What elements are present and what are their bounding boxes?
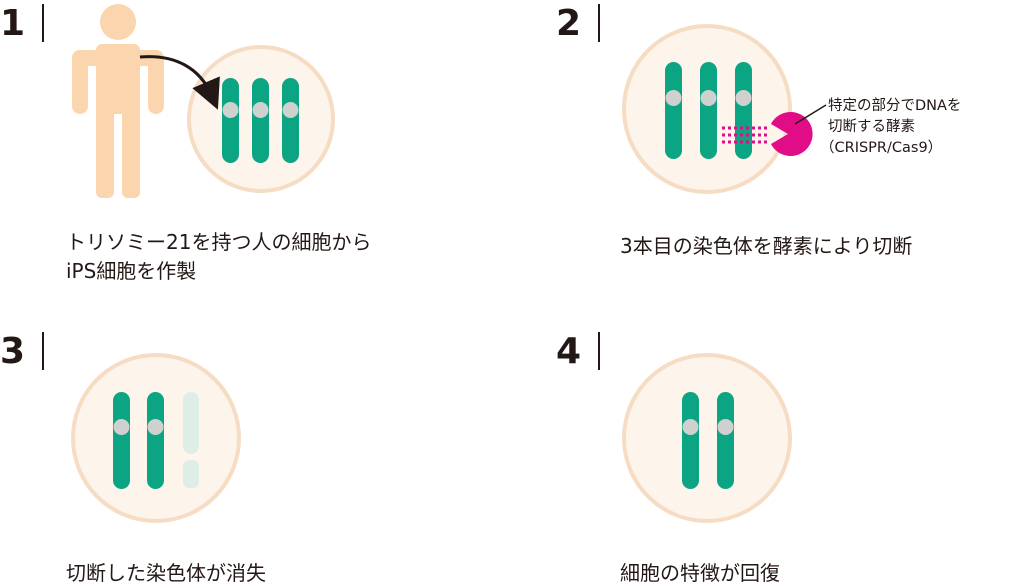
step-4-caption-line-1: 細胞の特徴が回復: [620, 561, 780, 585]
curved-arrow-icon: [139, 55, 220, 110]
chromosome: [700, 62, 717, 159]
centromere: [147, 419, 164, 435]
step-2-chromosomes: [665, 62, 752, 159]
step-2-caption-line-1: 3本目の染色体を酵素により切断: [620, 234, 913, 258]
centromere: [700, 90, 717, 106]
step-3-chromosomes: [113, 392, 199, 489]
step-1-caption-line-1: トリソミー21を持つ人の細胞から: [66, 230, 372, 254]
enzyme-annotation: 特定の部分でDNAを 切断する酵素 （CRISPR/Cas9）: [820, 96, 962, 159]
chromosome: [147, 392, 164, 489]
step-4-number: 4: [556, 331, 582, 372]
centromere: [717, 419, 734, 435]
chromosome: [735, 62, 752, 159]
centromere: [222, 102, 239, 118]
chromosome: [282, 78, 299, 163]
step-1-caption-line-2: iPS細胞を作製: [66, 259, 197, 283]
centromere: [735, 90, 752, 106]
centromere: [682, 419, 699, 435]
enzyme-annotation-line-3: （CRISPR/Cas9）: [820, 140, 943, 156]
person-icon: [72, 4, 164, 198]
step-4-cell: [622, 353, 792, 523]
chromosome: [252, 78, 269, 163]
step-4-caption: 細胞の特徴が回復: [620, 559, 780, 588]
chromosome: [717, 392, 734, 489]
step-2-divider: [598, 4, 600, 42]
enzyme-icon: [771, 112, 813, 156]
step-2-caption: 3本目の染色体を酵素により切断: [620, 232, 912, 261]
cut-site-marks: [722, 126, 768, 144]
centromere: [252, 102, 269, 118]
step-2-number: 2: [556, 3, 582, 44]
chromosome: [113, 392, 130, 489]
faded-chromosome: [183, 392, 199, 454]
step-1-divider: [42, 4, 44, 42]
chromosome: [665, 62, 682, 159]
step-3-divider: [42, 332, 44, 370]
annotation-leader-line: [794, 104, 827, 125]
step-1-chromosomes: [222, 78, 299, 163]
step-4-divider: [598, 332, 600, 370]
step-1-caption: トリソミー21を持つ人の細胞から iPS細胞を作製: [66, 228, 371, 286]
step-3-caption-line-1: 切断した染色体が消失: [66, 561, 266, 585]
chromosome: [222, 78, 239, 163]
centromere: [665, 90, 682, 106]
faded-chromosome-fragment: [183, 460, 199, 488]
step-3-caption: 切断した染色体が消失: [66, 559, 266, 588]
centromere: [113, 419, 130, 435]
step-4-chromosomes: [682, 392, 734, 489]
centromere: [282, 102, 299, 118]
step-1-number: 1: [0, 3, 26, 44]
enzyme-annotation-line-1: 特定の部分でDNAを: [828, 98, 962, 114]
step-3-number: 3: [0, 331, 26, 372]
enzyme-annotation-line-2: 切断する酵素: [828, 119, 915, 135]
chromosome: [682, 392, 699, 489]
